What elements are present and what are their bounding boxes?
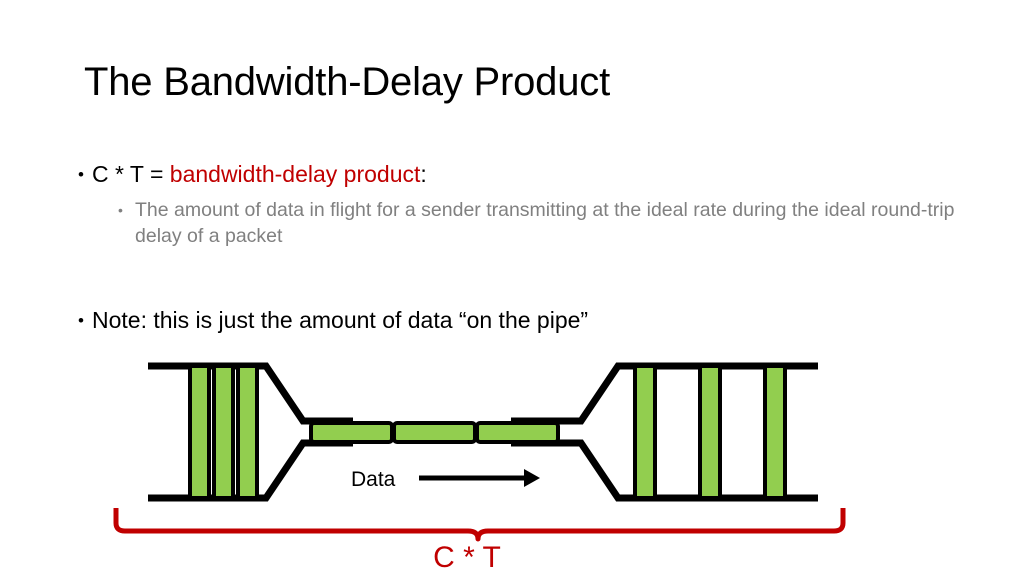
packet-right-1 bbox=[633, 364, 657, 500]
sub-bullet-text: The amount of data in flight for a sende… bbox=[135, 199, 955, 247]
bullet-marker-2: • bbox=[78, 311, 84, 330]
bullet-1-text-before: C * T = bbox=[92, 161, 170, 187]
bullet-2-text: Note: this is just the amount of data “o… bbox=[92, 307, 589, 333]
bracket-label: C * T bbox=[433, 541, 501, 574]
right-arrow-icon bbox=[419, 469, 540, 487]
bullet-1-highlight: bandwidth-delay product bbox=[169, 161, 421, 187]
sub-bullet-marker: • bbox=[118, 202, 123, 218]
packet-left-2 bbox=[212, 364, 235, 500]
packet-middle-2 bbox=[392, 421, 477, 444]
packet-right-2 bbox=[698, 364, 722, 500]
sub-bullet-item-1: • The amount of data in flight for a sen… bbox=[118, 197, 998, 249]
data-flow-label: Data bbox=[351, 468, 396, 491]
packet-middle-3 bbox=[475, 421, 560, 444]
bracket-c-times-t bbox=[113, 508, 846, 542]
pipe-wall-bottom-right bbox=[511, 439, 818, 502]
packet-right-3 bbox=[763, 364, 787, 500]
pipe-wall-top-right bbox=[511, 362, 818, 425]
packet-middle-1 bbox=[309, 421, 394, 444]
bullet-marker: • bbox=[78, 165, 84, 184]
packet-left-3 bbox=[236, 364, 259, 500]
bullet-1-text-after: : bbox=[420, 161, 427, 187]
packet-left-1 bbox=[188, 364, 211, 500]
bullet-item-1: • C * T = bandwidth-delay product: bbox=[78, 159, 427, 190]
bullet-item-2: • Note: this is just the amount of data “… bbox=[78, 305, 588, 336]
pipe-wall-top-left bbox=[148, 362, 353, 425]
pipe-wall-bottom-left bbox=[148, 439, 353, 502]
page-title: The Bandwidth-Delay Product bbox=[84, 60, 610, 104]
bracket-label-wrap: C * T bbox=[0, 540, 1024, 576]
